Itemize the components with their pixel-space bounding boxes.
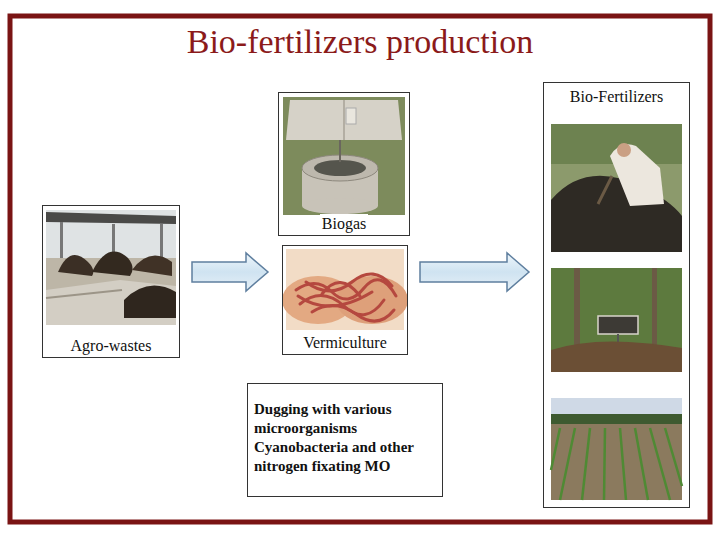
- product-box: Bio-Fertilizers: [543, 82, 690, 508]
- vermicompost-photo: [551, 268, 682, 372]
- agro-waste-photo: [46, 210, 176, 325]
- block-arrow: [420, 253, 529, 291]
- slide-frame: [10, 16, 710, 522]
- process-box: Biogas: [278, 92, 410, 236]
- slide-title: Bio-fertilizers production: [0, 22, 720, 62]
- box-label: Agro-wastes: [69, 336, 154, 356]
- note-text: Dugging with various microorganisms Cyan…: [254, 400, 438, 476]
- worms-photo: [282, 249, 408, 330]
- box-label: Vermiculture: [301, 333, 389, 353]
- source-box: Agro-wastes: [42, 205, 180, 358]
- box-label: Biogas: [320, 214, 368, 234]
- note-box: Dugging with various microorganisms Cyan…: [247, 383, 443, 497]
- box-label: Bio-Fertilizers: [568, 87, 665, 107]
- crop-field-photo: [551, 398, 682, 500]
- compost-heap-photo: [551, 124, 682, 252]
- process-box: Vermiculture: [282, 245, 408, 355]
- biogas-photo: [283, 97, 405, 215]
- block-arrow: [192, 253, 268, 291]
